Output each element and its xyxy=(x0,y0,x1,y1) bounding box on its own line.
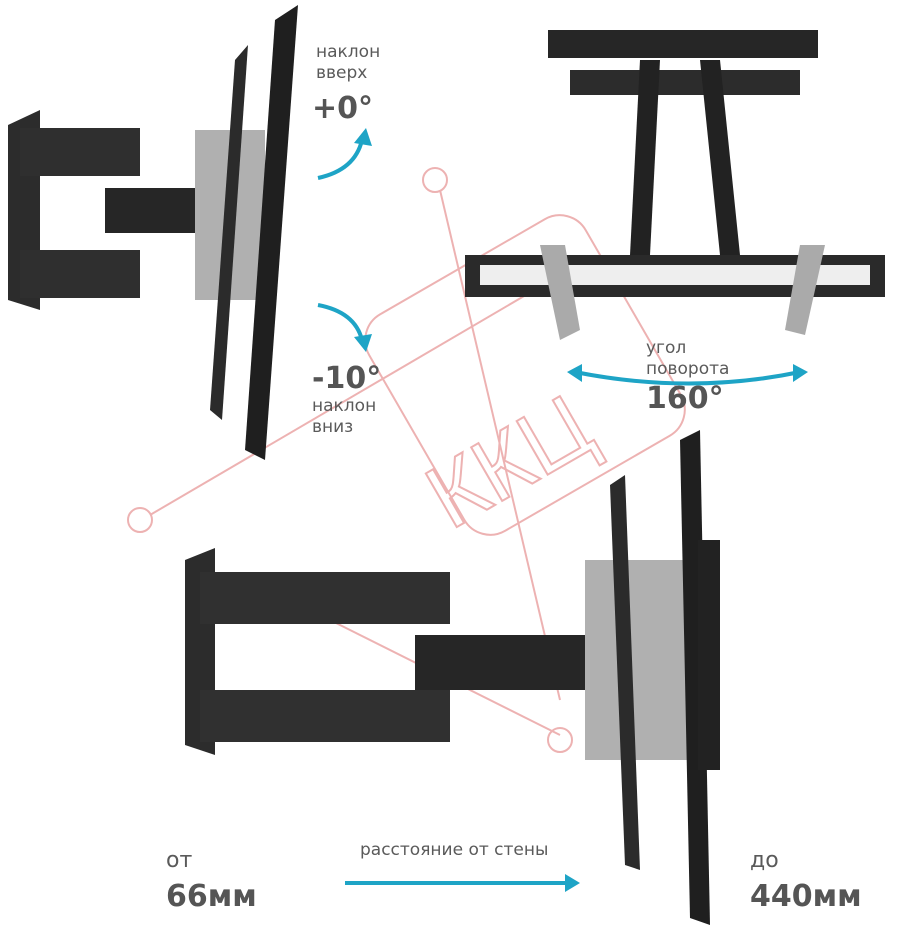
distance-to-label: до xyxy=(750,848,779,873)
distance-to-value: 440мм xyxy=(750,879,862,914)
svg-text:ККЦ: ККЦ xyxy=(410,376,608,548)
tilt-up-arrow-icon xyxy=(317,128,372,180)
tilt-down-arrow-icon xyxy=(317,303,372,352)
tilt-down-value: -10° xyxy=(312,361,382,396)
distance-arrow-icon xyxy=(345,874,580,892)
swivel-arrow-icon xyxy=(567,364,808,386)
tilt-down-label-line1: наклон xyxy=(312,396,377,416)
tilt-up-value: +0° xyxy=(312,91,374,126)
distance-from-label: от xyxy=(166,848,193,873)
tilt-up-label-line2: вверх xyxy=(316,63,368,83)
mount-side-view xyxy=(8,5,298,460)
distance-from-value: 66мм xyxy=(166,879,257,914)
swivel-label-line2: поворота xyxy=(646,359,730,379)
distance-caption: расстояние от стены xyxy=(360,840,549,860)
tilt-up-label-line1: наклон xyxy=(316,42,381,62)
swivel-value: 160° xyxy=(646,381,724,416)
mount-extended-view xyxy=(185,430,720,925)
tilt-down-label-line2: вниз xyxy=(312,417,354,437)
mount-top-view xyxy=(465,30,885,340)
swivel-label-line1: угол xyxy=(646,338,687,358)
